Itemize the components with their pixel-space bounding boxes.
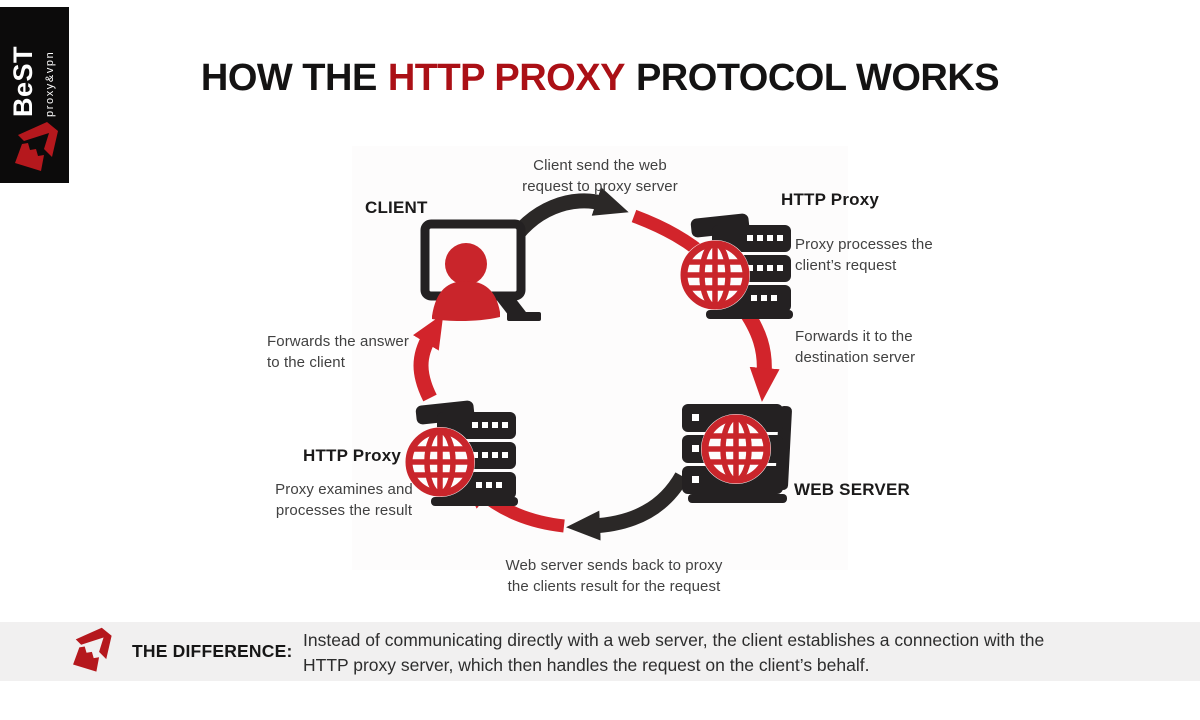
title-suffix: PROTOCOL WORKS bbox=[635, 57, 1000, 99]
proxy-top-caption: Proxy processes the client’s request bbox=[795, 236, 933, 274]
web-server-label: WEB SERVER bbox=[794, 480, 910, 499]
proxy-server-top-icon bbox=[680, 213, 793, 319]
brand-glyph-icon bbox=[73, 627, 112, 672]
proxy-server-bottom-icon bbox=[405, 400, 518, 506]
arrow-webserver-back bbox=[566, 472, 689, 541]
person-icon bbox=[445, 243, 487, 285]
difference-text: Instead of communicating directly with a… bbox=[303, 630, 1045, 675]
title-prefix: HOW THE bbox=[200, 57, 377, 99]
proxy-bottom-label: HTTP Proxy bbox=[303, 446, 402, 465]
step-webserver-result: Web server sends back to proxy the clien… bbox=[505, 557, 723, 595]
brand-glyph-icon bbox=[15, 122, 58, 171]
client-label: CLIENT bbox=[365, 198, 428, 217]
proxy-cycle-diagram bbox=[352, 187, 848, 541]
step-forward-answer: Forwards the answer to the client bbox=[267, 333, 409, 371]
client-icon bbox=[420, 219, 541, 322]
best-logo: BeST proxy&vpn bbox=[0, 7, 69, 183]
difference-strip: THE DIFFERENCE: Instead of communicating… bbox=[0, 622, 1200, 681]
diagram-panel bbox=[352, 146, 848, 570]
web-server-icon bbox=[682, 404, 792, 503]
difference-heading: THE DIFFERENCE: bbox=[132, 641, 293, 661]
step-forward-destination: Forwards it to the destination server bbox=[795, 328, 916, 366]
title-highlight: HTTP PROXY bbox=[387, 57, 626, 99]
proxy-bottom-caption: Proxy examines and processes the result bbox=[275, 481, 413, 519]
proxy-top-label: HTTP Proxy bbox=[781, 190, 880, 209]
step-client-request: Client send the web request to proxy ser… bbox=[522, 157, 678, 195]
arrow-proxy-to-client bbox=[413, 313, 444, 402]
